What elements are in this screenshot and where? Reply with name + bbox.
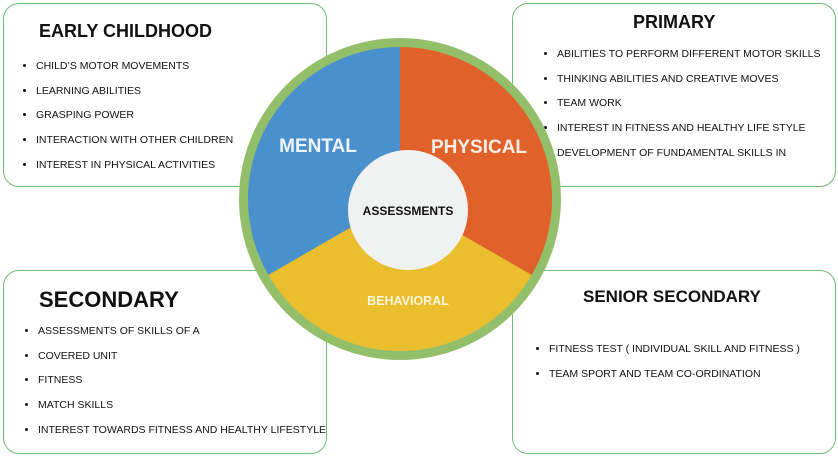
- list-item: LEARNING ABILITIES: [36, 79, 233, 104]
- primary-list: ABILITIES TO PERFORM DIFFERENT MOTOR SKI…: [541, 42, 821, 166]
- list-item: DEVELOPMENT OF FUNDAMENTAL SKILLS IN: [557, 141, 821, 166]
- center-label: ASSESSMENTS: [363, 204, 454, 218]
- list-item: COVERED UNIT: [38, 344, 326, 369]
- behavioral-segment: [268, 199, 532, 351]
- list-item: ASSESSMENTS OF SKILLS OF A: [38, 319, 326, 344]
- mental-label: MENTAL: [279, 136, 357, 157]
- senior-secondary-list: FITNESS TEST ( INDIVIDUAL SKILL AND FITN…: [533, 337, 800, 386]
- list-item: INTERACTION WITH OTHER CHILDREN: [36, 128, 233, 153]
- senior-secondary-title: SENIOR SECONDARY: [583, 287, 761, 306]
- physical-label: PHYSICAL: [431, 137, 527, 158]
- list-item: ABILITIES TO PERFORM DIFFERENT MOTOR SKI…: [557, 42, 821, 67]
- early-childhood-list: CHILD’S MOTOR MOVEMENTS LEARNING ABILITI…: [20, 54, 233, 178]
- center-circle: [348, 150, 468, 270]
- list-item: THINKING ABILITIES AND CREATIVE MOVES: [557, 67, 821, 92]
- list-item: FITNESS TEST ( INDIVIDUAL SKILL AND FITN…: [549, 337, 800, 362]
- list-item: TEAM WORK: [557, 91, 821, 116]
- secondary-title: SECONDARY: [39, 287, 179, 312]
- list-item: INTEREST TOWARDS FITNESS AND HEALTHY LIF…: [38, 418, 326, 443]
- list-item: CHILD’S MOTOR MOVEMENTS: [36, 54, 233, 79]
- secondary-panel: SECONDARY ASSESSMENTS OF SKILLS OF A COV…: [3, 270, 327, 454]
- list-item: TEAM SPORT AND TEAM CO-ORDINATION: [549, 362, 800, 387]
- list-item: MATCH SKILLS: [38, 393, 326, 418]
- early-childhood-panel: EARLY CHILDHOOD CHILD’S MOTOR MOVEMENTS …: [3, 3, 327, 187]
- primary-title: PRIMARY: [633, 12, 716, 32]
- secondary-list: ASSESSMENTS OF SKILLS OF A COVERED UNIT …: [22, 319, 326, 443]
- list-item: GRASPING POWER: [36, 103, 233, 128]
- early-childhood-title: EARLY CHILDHOOD: [39, 21, 213, 41]
- list-item: INTEREST IN FITNESS AND HEALTHY LIFE STY…: [557, 116, 821, 141]
- primary-panel: PRIMARY ABILITIES TO PERFORM DIFFERENT M…: [512, 3, 836, 187]
- list-item: FITNESS: [38, 368, 326, 393]
- senior-secondary-panel: SENIOR SECONDARY FITNESS TEST ( INDIVIDU…: [512, 270, 836, 454]
- list-item: INTEREST IN PHYSICAL ACTIVITIES: [36, 153, 233, 178]
- behavioral-label: BEHAVIORAL: [367, 294, 449, 308]
